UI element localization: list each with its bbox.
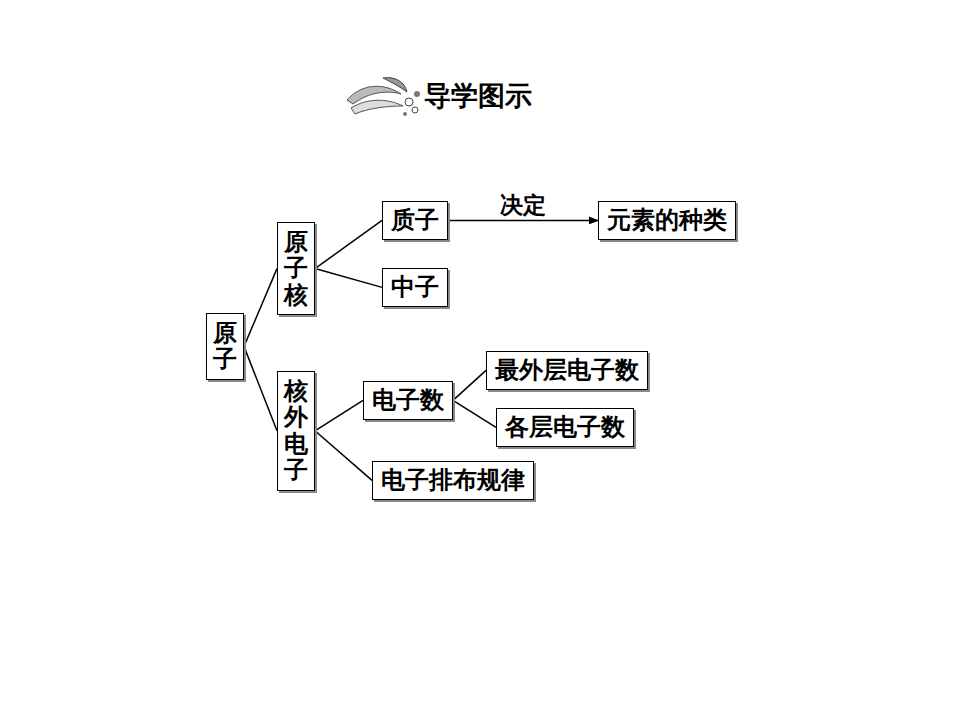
box-text: 中子 <box>391 273 439 302</box>
edge-label: 决定 <box>498 192 548 217</box>
concept-box: 中子 <box>382 268 448 307</box>
vertical-box: 原子核 <box>277 222 315 315</box>
box-text: 各层电子数 <box>505 413 625 442</box>
branch-line <box>315 431 372 481</box>
title-ornament <box>343 74 423 120</box>
concept-box: 质子 <box>382 201 448 240</box>
branch-line <box>453 400 496 427</box>
arrow <box>448 220 598 222</box>
branch-line <box>244 269 277 347</box>
branch-line <box>244 346 277 430</box>
branch-line <box>315 269 382 288</box>
box-text: 原子核 <box>284 229 308 308</box>
box-text: 原子 <box>213 320 237 373</box>
page-title: 导学图示 <box>424 78 532 114</box>
concept-box: 电子排布规律 <box>372 461 534 500</box>
branch-line <box>315 400 363 430</box>
box-text: 最外层电子数 <box>495 356 639 385</box>
box-text: 核外电子 <box>284 378 308 484</box>
box-text: 电子数 <box>372 386 444 415</box>
concept-box: 元素的种类 <box>598 201 736 240</box>
concept-box: 电子数 <box>363 381 453 420</box>
vertical-box: 核外电子 <box>277 371 315 491</box>
box-text: 电子排布规律 <box>381 466 525 495</box>
branch-line <box>453 370 486 400</box>
box-text: 元素的种类 <box>607 206 727 235</box>
vertical-box: 原子 <box>206 313 244 380</box>
concept-box: 最外层电子数 <box>486 351 648 390</box>
box-text: 质子 <box>391 206 439 235</box>
branch-line <box>315 220 382 268</box>
concept-box: 各层电子数 <box>496 408 634 447</box>
